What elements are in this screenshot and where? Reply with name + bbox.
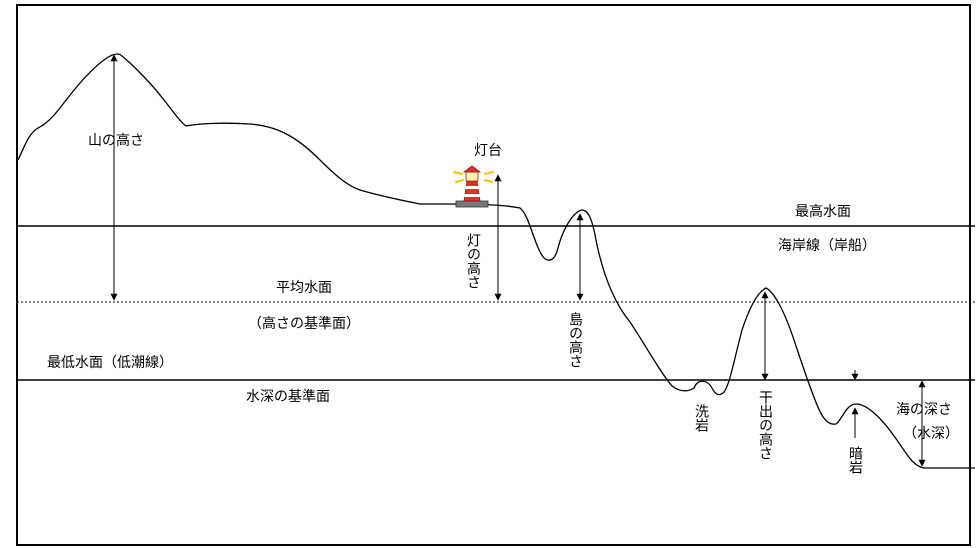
label-sea-depth-1: 海の深さ (896, 402, 952, 418)
label-lowest-water: 最低水面（低潮線） (47, 355, 173, 371)
label-island-height: 島の高さ (567, 312, 583, 368)
label-highest-water: 最高水面 (795, 203, 851, 220)
label-light-height: 灯の高さ (465, 233, 481, 289)
terrain-profile (17, 53, 975, 469)
label-lighthouse: 灯台 (474, 143, 502, 159)
label-mountain-height: 山の高さ (88, 132, 144, 149)
label-drying-height: 干出の高さ (757, 390, 773, 460)
label-mean-water: 平均水面 (276, 280, 332, 296)
label-height-datum: （高さの基準面） (248, 315, 360, 332)
label-coastline: 海岸線（岸船） (778, 238, 876, 254)
label-sunken-rock: 暗岩 (847, 446, 863, 474)
label-sea-depth-2: （水深） (903, 426, 959, 442)
label-washing-rock: 洗岩 (693, 404, 709, 432)
lighthouse-icon (453, 165, 494, 208)
diagram-frame (16, 4, 971, 546)
label-depth-datum: 水深の基準面 (246, 388, 330, 405)
